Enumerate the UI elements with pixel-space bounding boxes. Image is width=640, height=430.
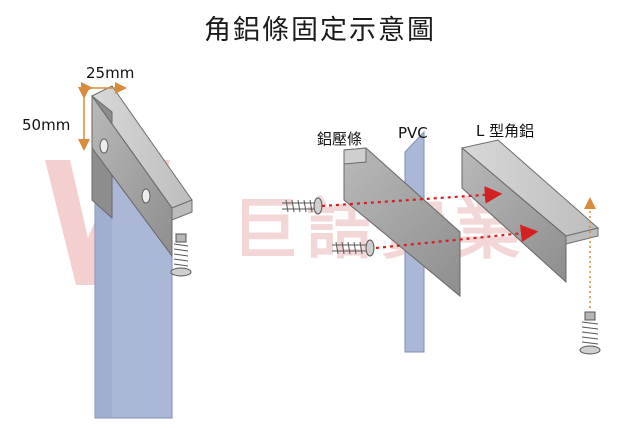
left-hole-1 — [99, 138, 109, 154]
left-assembly — [78, 82, 193, 419]
page-title: 角鋁條固定示意圖 — [204, 15, 436, 46]
label-pvc: PVC — [398, 124, 428, 142]
label-aluminium-strip: 鋁壓條 — [317, 130, 363, 148]
right-l-angle-face — [461, 146, 567, 284]
right-assembly — [282, 130, 601, 355]
label-50mm: 50mm — [22, 116, 71, 134]
screw-upper — [282, 197, 323, 215]
arrow-upper — [321, 186, 503, 208]
label-25mm: 25mm — [86, 64, 135, 82]
left-hole-2 — [141, 188, 151, 204]
left-aluminium-strip — [91, 94, 173, 258]
right-aluminium-strip — [343, 147, 461, 298]
label-l-angle: L 型角鋁 — [476, 122, 535, 140]
left-vertical-screw — [170, 233, 192, 277]
arrow-lower — [375, 224, 539, 250]
screw-lower — [332, 239, 375, 257]
right-vertical-screw — [579, 311, 601, 355]
